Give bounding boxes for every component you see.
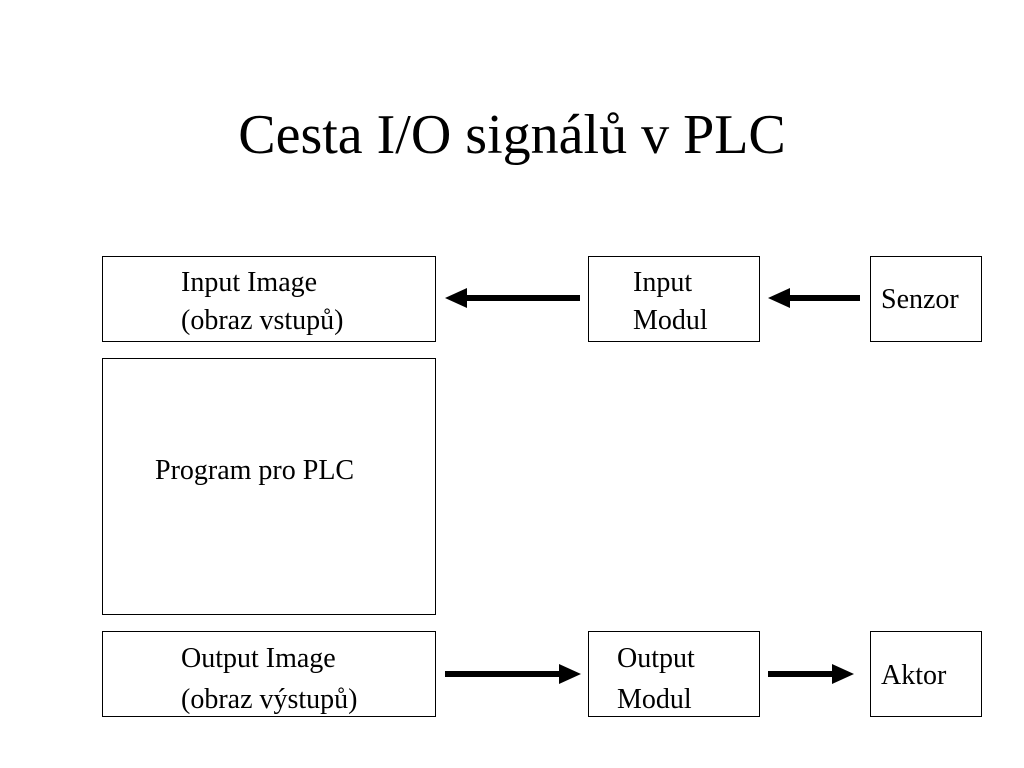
arrow-output-image-to-output-modul [445, 664, 581, 684]
input-modul-sublabel: Modul [633, 305, 708, 336]
output-image-sublabel: (obraz výstupů) [181, 684, 358, 715]
aktor-box [870, 631, 982, 717]
input-modul-label: Input [633, 267, 693, 298]
senzor-label: Senzor [881, 284, 959, 315]
aktor-label: Aktor [881, 660, 947, 691]
output-image-label: Output Image [181, 643, 336, 674]
output-modul-label: Output [617, 643, 695, 674]
senzor-box [870, 256, 982, 342]
program-label: Program pro PLC [155, 455, 355, 486]
program-box [102, 358, 436, 615]
input-image-box [102, 256, 436, 342]
input-image-sublabel: (obraz vstupů) [181, 305, 344, 336]
arrow-senzor-to-input-modul [768, 288, 860, 308]
input-modul-box [588, 256, 760, 342]
output-modul-sublabel: Modul [617, 684, 692, 715]
arrow-input-modul-to-input-image [445, 288, 580, 308]
page-title: Cesta I/O signálů v PLC [238, 104, 786, 166]
arrow-output-modul-to-aktor [768, 664, 854, 684]
input-image-label: Input Image [181, 267, 318, 298]
output-modul-box [588, 631, 760, 717]
output-image-box [102, 631, 436, 717]
